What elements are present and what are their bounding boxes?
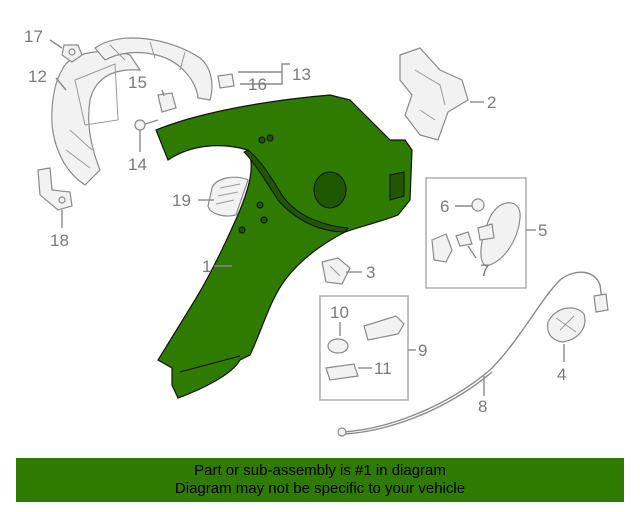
fastener-15-part [157,92,177,113]
clip-17-part [61,44,83,63]
callout-13: 13 [292,65,311,84]
callout-4: 4 [557,365,566,384]
fuel-door-assembly-box [425,177,527,289]
callout-12: 12 [28,67,47,86]
callout-3: 3 [366,263,375,282]
callout-11: 11 [374,359,392,378]
callout-19: 19 [172,191,191,210]
leader-lines [49,39,565,396]
banner-line-2: Diagram may not be specific to your vehi… [174,480,466,497]
callout-18: 18 [50,231,69,250]
callout-17: 17 [24,27,43,46]
vent-19-part [207,176,249,217]
callout-16: 16 [248,75,267,94]
fuel-housing-4-part [547,307,586,343]
bracket-3-part [321,257,351,285]
latch-assembly-box [319,295,409,401]
callout-8: 8 [478,397,487,416]
callout-1: 1 [202,257,211,276]
callout-14: 14 [128,155,147,174]
release-cable-8-part [337,271,609,437]
callout-9: 9 [418,341,427,360]
inner-panel-2-part [399,47,469,141]
bracket-18-part [37,167,73,211]
callout-2: 2 [487,93,496,112]
callout-5: 5 [538,221,547,240]
banner-line-1: Part or sub-assembly is #1 in diagram [194,462,446,479]
quarter-panel-part-1-highlighted [155,94,413,399]
screw-14-part [134,119,159,131]
info-banner: Part or sub-assembly is #1 in diagram Di… [16,458,624,502]
splash-shield-part [94,37,213,101]
callout-6: 6 [440,197,449,216]
callout-7: 7 [480,261,489,280]
wheel-house-liner-part [51,50,142,186]
callout-15: 15 [128,73,147,92]
callout-10: 10 [330,303,349,322]
clip-16-part [217,73,235,89]
